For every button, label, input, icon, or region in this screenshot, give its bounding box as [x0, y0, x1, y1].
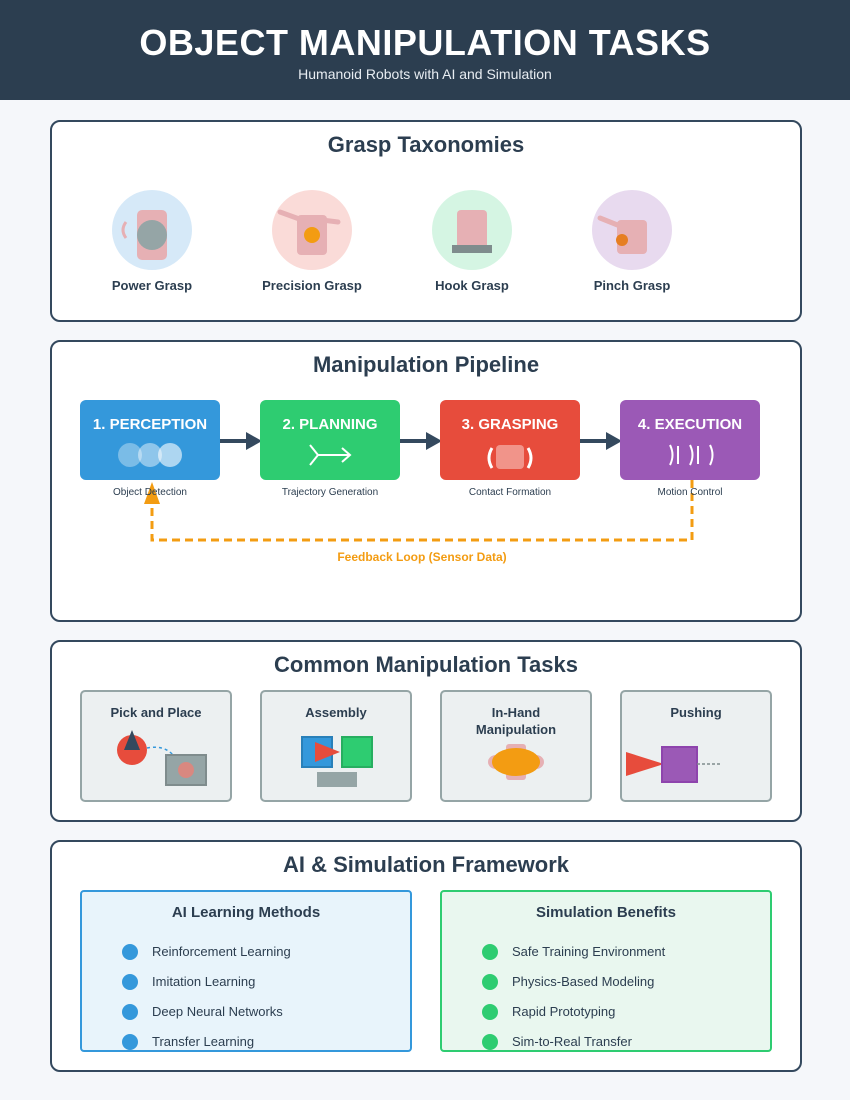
task-assembly-label: Assembly	[305, 705, 367, 720]
stage-planning-label: 2. PLANNING	[282, 416, 378, 433]
simulation-benefits-title: Simulation Benefits	[535, 904, 677, 921]
task-pick-and-place-label: Pick and Place	[110, 705, 202, 720]
pinch-grasp: Pinch Grasp	[562, 190, 702, 293]
header: OBJECT MANIPULATION TASKS Humanoid Robot…	[0, 0, 850, 100]
task-pick-and-place: Pick and Place	[80, 690, 232, 802]
in-hand-manipulation-icon	[488, 744, 544, 780]
precision-grasp-icon	[272, 190, 352, 270]
power-grasp: Power Grasp	[82, 190, 222, 293]
feedback-loop-arrowhead	[144, 482, 160, 504]
planning-icon	[309, 444, 352, 466]
bullet-icon	[482, 1004, 498, 1020]
bullet-icon	[482, 944, 498, 960]
hook-grasp-icon	[432, 190, 512, 270]
stage-grasping-caption: Contact Formation	[468, 487, 552, 498]
bullet-icon	[122, 1004, 138, 1020]
execution-icon	[669, 444, 714, 466]
stage-perception-caption: Object Detection	[113, 487, 187, 498]
simulation-benefits-box: Simulation Benefits Safe Training Enviro…	[440, 890, 772, 1052]
grasp-taxonomies-title: Grasp Taxonomies	[327, 132, 525, 157]
bullet-icon	[122, 944, 138, 960]
precision-grasp-label: Precision Grasp	[262, 278, 362, 293]
pinch-grasp-icon	[592, 190, 672, 270]
power-grasp-icon	[112, 190, 192, 270]
pipeline-connectors	[144, 432, 694, 542]
common-tasks-panel: Common Manipulation Tasks Pick and Place…	[50, 640, 802, 822]
stage-perception-label: 1. PERCEPTION	[92, 416, 208, 433]
task-in-hand-manipulation-label: In-Hand Manipulation	[475, 705, 557, 737]
precision-grasp: Precision Grasp	[242, 190, 382, 293]
stage-execution: 4. EXECUTION	[620, 400, 760, 480]
task-assembly: Assembly	[260, 690, 412, 802]
stage-execution-caption: Motion Control	[657, 487, 723, 498]
stage-planning: 2. PLANNING	[260, 400, 400, 480]
arrow-perception-planning-head	[246, 432, 262, 450]
perception-icon	[118, 443, 182, 467]
power-grasp-label: Power Grasp	[111, 278, 193, 293]
common-tasks-title: Common Manipulation Tasks	[274, 652, 578, 677]
ai-learning-methods-title: AI Learning Methods	[171, 904, 321, 921]
page-subtitle: Humanoid Robots with AI and Simulation	[298, 66, 552, 82]
ai-learning-methods-box: AI Learning Methods Reinforcement Learni…	[80, 890, 412, 1052]
bullet-icon	[122, 1034, 138, 1050]
pick-and-place-icon	[117, 730, 207, 786]
hook-grasp: Hook Grasp	[402, 190, 542, 293]
task-pushing: Pushing	[620, 690, 772, 802]
feedback-loop-line	[150, 480, 694, 542]
hook-grasp-label: Hook Grasp	[435, 278, 509, 293]
arrow-planning-grasping-head	[426, 432, 442, 450]
bullet-icon	[122, 974, 138, 990]
framework-panel: AI & Simulation Framework AI Learning Me…	[50, 840, 802, 1072]
bullet-icon	[482, 1034, 498, 1050]
stage-planning-caption: Trajectory Generation	[281, 487, 379, 498]
task-in-hand-manipulation: In-Hand Manipulation	[440, 690, 592, 802]
stage-execution-label: 4. EXECUTION	[637, 416, 743, 433]
stage-perception: 1. PERCEPTION	[80, 400, 220, 480]
grasping-icon	[487, 445, 533, 469]
stage-grasping-label: 3. GRASPING	[461, 416, 559, 433]
feedback-loop-label: Feedback Loop (Sensor Data)	[337, 550, 507, 564]
manipulation-pipeline-title: Manipulation Pipeline	[312, 352, 540, 377]
grasp-taxonomies-panel: Grasp Taxonomies Power Grasp Precision G…	[50, 120, 802, 322]
task-pushing-label: Pushing	[670, 705, 722, 720]
arrow-grasping-execution-head	[606, 432, 622, 450]
manipulation-pipeline-panel: Manipulation Pipeline 1. PERCEPTION Obje…	[50, 340, 802, 622]
stage-grasping: 3. GRASPING	[440, 400, 580, 480]
assembly-icon	[301, 736, 373, 787]
pinch-grasp-label: Pinch Grasp	[593, 278, 671, 293]
framework-title: AI & Simulation Framework	[282, 852, 570, 877]
pushing-icon	[626, 746, 720, 783]
page-title: OBJECT MANIPULATION TASKS	[139, 22, 711, 63]
bullet-icon	[482, 974, 498, 990]
